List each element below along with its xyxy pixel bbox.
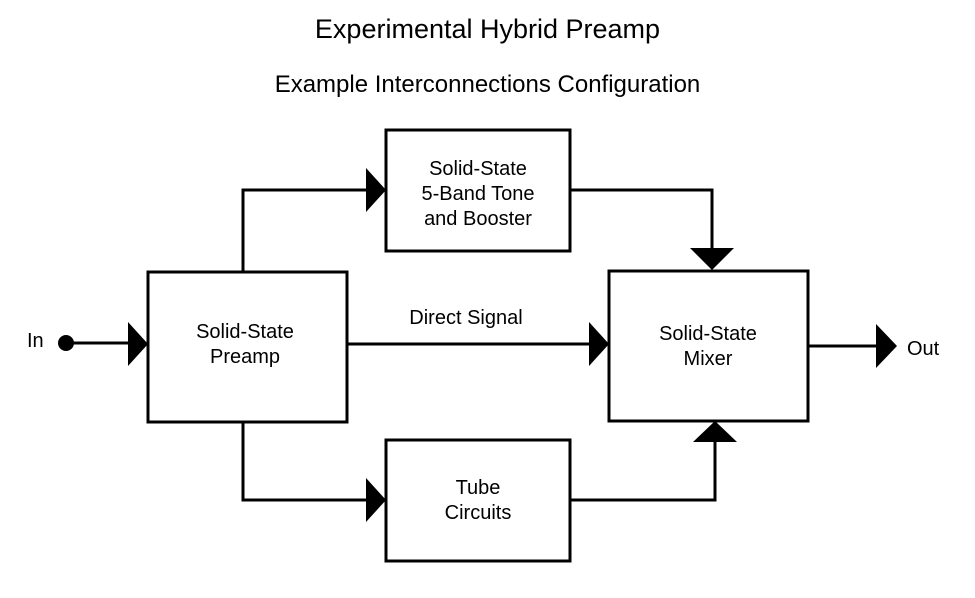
wire-tone-to-mixer [570,188,714,248]
block-mixer-line: Mixer [684,348,733,370]
block-tube-circuits-box [384,438,572,563]
block-tone-booster-line: and Booster [424,208,532,230]
block-tube-circuits: Tube Circuits [384,438,572,563]
wire-preamp-to-tube [241,422,366,502]
block-preamp-line: Solid-State [196,321,294,343]
arrow-into-tube [366,478,386,522]
block-mixer-line: Solid-State [659,323,757,345]
wire-tube-to-mixer [570,442,717,502]
arrow-into-preamp [128,322,148,366]
arrow-output [876,324,897,368]
block-preamp-box [146,270,349,424]
arrow-into-mixer-bottom [693,421,737,442]
input-terminal-dot [58,335,74,351]
block-tone-booster: Solid-State 5-Band Tone and Booster [384,128,572,253]
block-tube-circuits-line: Tube [456,477,501,499]
block-preamp: Solid-State Preamp [146,270,349,424]
block-tone-booster-line: 5-Band Tone [421,183,534,205]
input-label: In [27,330,44,352]
block-preamp-line: Preamp [210,346,280,368]
arrow-into-mixer-top [690,248,734,270]
diagram-subtitle: Example Interconnections Configuration [274,71,701,98]
block-tone-booster-line: Solid-State [429,158,527,180]
output-label: Out [907,338,940,360]
block-mixer-box [607,269,810,423]
wire-preamp-to-tone [241,188,366,272]
block-tone-booster-box [384,128,572,253]
block-tube-circuits-line: Circuits [445,502,512,524]
block-mixer: Solid-State Mixer [607,269,810,423]
arrow-into-tone [366,168,386,212]
diagram-title: Experimental Hybrid Preamp [314,14,661,44]
direct-signal-label: Direct Signal [409,307,522,329]
arrow-into-mixer-direct [589,322,609,366]
